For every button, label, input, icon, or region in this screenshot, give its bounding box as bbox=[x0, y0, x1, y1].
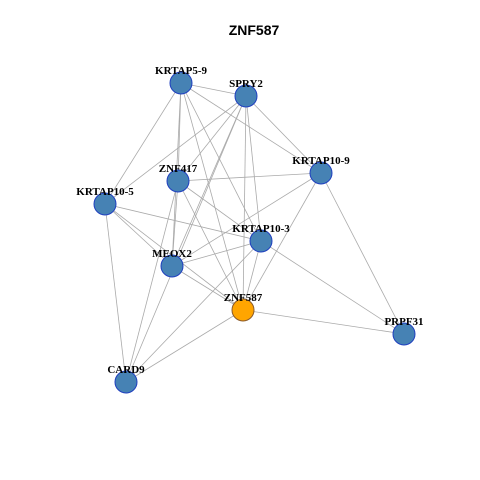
edge-krtap10-9-znf417 bbox=[177, 172, 322, 182]
edge-krtap10-5-meox2 bbox=[104, 203, 173, 267]
graph-title: ZNF587 bbox=[229, 22, 280, 38]
edge-krtap10-9-prpf31 bbox=[320, 172, 405, 335]
edge-krtap10-3-meox2 bbox=[171, 240, 262, 267]
node-krtap10-5[interactable]: KRTAP10-5 bbox=[76, 186, 134, 216]
node-label: SPRY2 bbox=[229, 78, 263, 90]
edge-meox2-znf587 bbox=[171, 265, 244, 311]
edge-spry2-znf417 bbox=[177, 95, 247, 182]
edge-krtap10-5-krtap10-3 bbox=[104, 203, 262, 242]
edge-krtap5-9-znf587 bbox=[180, 82, 244, 311]
node-krtap10-9[interactable]: KRTAP10-9 bbox=[292, 155, 350, 185]
edge-znf587-prpf31 bbox=[242, 309, 405, 335]
edge-spry2-krtap10-3 bbox=[245, 95, 262, 242]
node-circle[interactable] bbox=[234, 84, 258, 108]
edge-znf417-card9 bbox=[125, 180, 179, 383]
node-label: KRTAP10-9 bbox=[292, 155, 350, 167]
node-circle[interactable] bbox=[93, 192, 117, 216]
edge-krtap10-3-card9 bbox=[125, 240, 262, 383]
edge-spry2-card9 bbox=[125, 95, 247, 383]
edge-spry2-meox2 bbox=[171, 95, 247, 267]
node-znf587[interactable]: ZNF587 bbox=[224, 292, 263, 322]
edge-krtap10-3-prpf31 bbox=[260, 240, 405, 335]
edge-krtap10-5-card9 bbox=[104, 203, 127, 383]
edge-znf587-card9 bbox=[125, 309, 244, 383]
edge-krtap5-9-krtap10-3 bbox=[180, 82, 262, 242]
node-label: CARD9 bbox=[107, 364, 145, 376]
node-layer: KRTAP5-9SPRY2KRTAP10-9ZNF417KRTAP10-5KRT… bbox=[76, 65, 424, 394]
node-circle[interactable] bbox=[231, 298, 255, 322]
node-meox2[interactable]: MEOX2 bbox=[152, 248, 192, 278]
edge-krtap5-9-krtap10-9 bbox=[180, 82, 322, 174]
edge-spry2-krtap10-9 bbox=[245, 95, 322, 174]
node-krtap5-9[interactable]: KRTAP5-9 bbox=[155, 65, 207, 95]
node-circle[interactable] bbox=[169, 71, 193, 95]
edge-krtap5-9-krtap10-5 bbox=[104, 82, 182, 205]
edge-krtap10-9-meox2 bbox=[171, 172, 322, 267]
node-krtap10-3[interactable]: KRTAP10-3 bbox=[232, 223, 290, 253]
node-label: PRPF31 bbox=[384, 316, 423, 328]
node-prpf31[interactable]: PRPF31 bbox=[384, 316, 424, 346]
node-label: MEOX2 bbox=[152, 248, 192, 260]
node-label: ZNF587 bbox=[224, 292, 263, 304]
node-circle[interactable] bbox=[392, 322, 416, 346]
node-label: ZNF417 bbox=[159, 163, 198, 175]
node-circle[interactable] bbox=[249, 229, 273, 253]
node-circle[interactable] bbox=[114, 370, 138, 394]
edge-spry2-znf587 bbox=[242, 95, 247, 311]
edge-znf417-krtap10-3 bbox=[177, 180, 262, 242]
node-circle[interactable] bbox=[166, 169, 190, 193]
node-circle[interactable] bbox=[309, 161, 333, 185]
node-card9[interactable]: CARD9 bbox=[107, 364, 145, 394]
node-label: KRTAP10-5 bbox=[76, 186, 134, 198]
edge-krtap10-9-znf587 bbox=[242, 172, 322, 311]
edge-znf417-meox2 bbox=[171, 180, 179, 267]
node-label: KRTAP5-9 bbox=[155, 65, 207, 77]
node-label: KRTAP10-3 bbox=[232, 223, 290, 235]
node-spry2[interactable]: SPRY2 bbox=[229, 78, 263, 108]
node-circle[interactable] bbox=[160, 254, 184, 278]
edge-krtap10-3-znf587 bbox=[242, 240, 262, 311]
node-znf417[interactable]: ZNF417 bbox=[159, 163, 198, 193]
edge-znf417-znf587 bbox=[177, 180, 244, 311]
edge-spry2-krtap10-5 bbox=[104, 95, 247, 205]
